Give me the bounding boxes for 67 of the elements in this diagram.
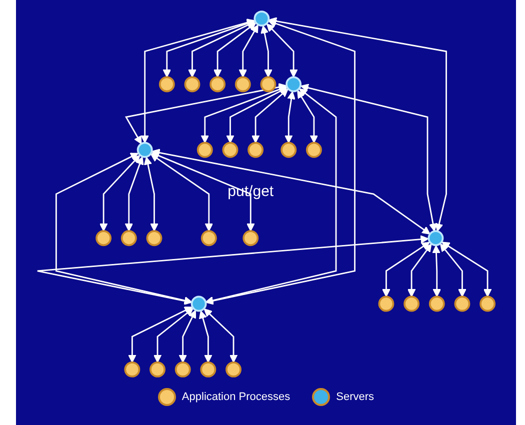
node-circle bbox=[254, 10, 270, 27]
node-circle bbox=[200, 230, 217, 246]
arrow bbox=[198, 310, 212, 363]
arrow bbox=[162, 20, 256, 78]
arrow bbox=[251, 88, 288, 144]
arrow bbox=[440, 244, 466, 298]
node-circle bbox=[428, 296, 445, 312]
arrow bbox=[128, 306, 193, 363]
node-circle bbox=[260, 76, 276, 92]
node-circle bbox=[480, 296, 496, 312]
arrow bbox=[152, 148, 430, 234]
node-circle bbox=[190, 296, 207, 312]
node-circle bbox=[158, 76, 175, 92]
arrow bbox=[205, 88, 337, 304]
legend-label: Servers bbox=[336, 391, 374, 403]
arrow bbox=[144, 156, 158, 232]
node-circle bbox=[454, 296, 470, 312]
arrow bbox=[36, 235, 429, 305]
arrow bbox=[55, 152, 192, 305]
node-circle bbox=[200, 361, 216, 378]
node-circle bbox=[428, 230, 444, 246]
arrow bbox=[260, 25, 272, 78]
arrow bbox=[407, 244, 432, 298]
arrow bbox=[99, 154, 140, 232]
node-circle bbox=[280, 142, 297, 158]
arrow bbox=[432, 245, 441, 298]
arrow bbox=[266, 23, 298, 78]
arrow bbox=[151, 152, 255, 232]
arrow bbox=[300, 84, 438, 232]
node-circle bbox=[242, 230, 259, 246]
node-circle bbox=[174, 361, 191, 378]
arrow bbox=[150, 154, 214, 232]
node-circle bbox=[286, 76, 302, 92]
arrow bbox=[124, 83, 287, 144]
arrow bbox=[140, 18, 255, 144]
arrow bbox=[268, 17, 447, 232]
node-circle bbox=[184, 76, 200, 92]
arrow bbox=[226, 87, 288, 144]
node-circle bbox=[404, 296, 420, 312]
node-circle bbox=[136, 142, 153, 158]
arrow bbox=[124, 156, 144, 232]
arrow bbox=[205, 20, 356, 305]
arrow bbox=[153, 308, 194, 363]
arrow bbox=[238, 24, 258, 78]
node-circle bbox=[222, 142, 238, 158]
arrow bbox=[204, 308, 238, 363]
node-circle bbox=[306, 142, 322, 158]
arrow bbox=[178, 310, 196, 363]
arrow bbox=[213, 22, 256, 78]
node-circle bbox=[150, 361, 166, 378]
arrow bbox=[188, 21, 256, 78]
node-circle bbox=[96, 230, 112, 246]
node-circle bbox=[120, 230, 137, 246]
node-circle bbox=[146, 230, 162, 246]
arrow bbox=[442, 242, 492, 298]
arrow bbox=[284, 91, 296, 144]
node-circle bbox=[248, 142, 264, 158]
node-circle bbox=[196, 142, 213, 158]
node-circle bbox=[210, 76, 226, 92]
arrow bbox=[297, 90, 318, 144]
node-circle bbox=[124, 361, 140, 378]
arrow bbox=[382, 242, 430, 298]
node-circle bbox=[378, 296, 394, 312]
legend-label: Application Processes bbox=[182, 391, 290, 403]
node-circle bbox=[234, 76, 251, 92]
node-circle bbox=[226, 361, 242, 378]
arrow bbox=[200, 86, 287, 144]
